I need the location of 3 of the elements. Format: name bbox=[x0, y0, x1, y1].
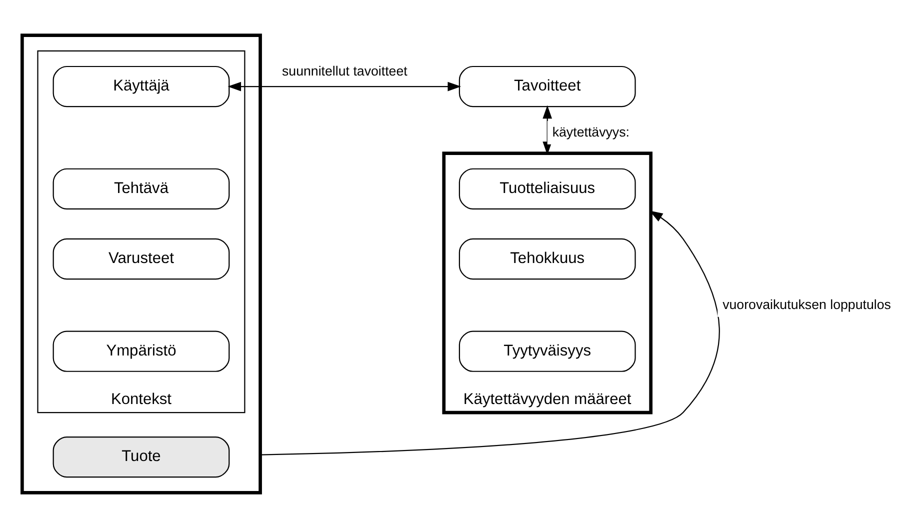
edge-label: käytettävyys: bbox=[552, 124, 630, 140]
edge-label: vuorovaikutuksen lopputulos bbox=[722, 296, 891, 312]
edge-label: suunnitellut tavoitteet bbox=[282, 63, 408, 78]
